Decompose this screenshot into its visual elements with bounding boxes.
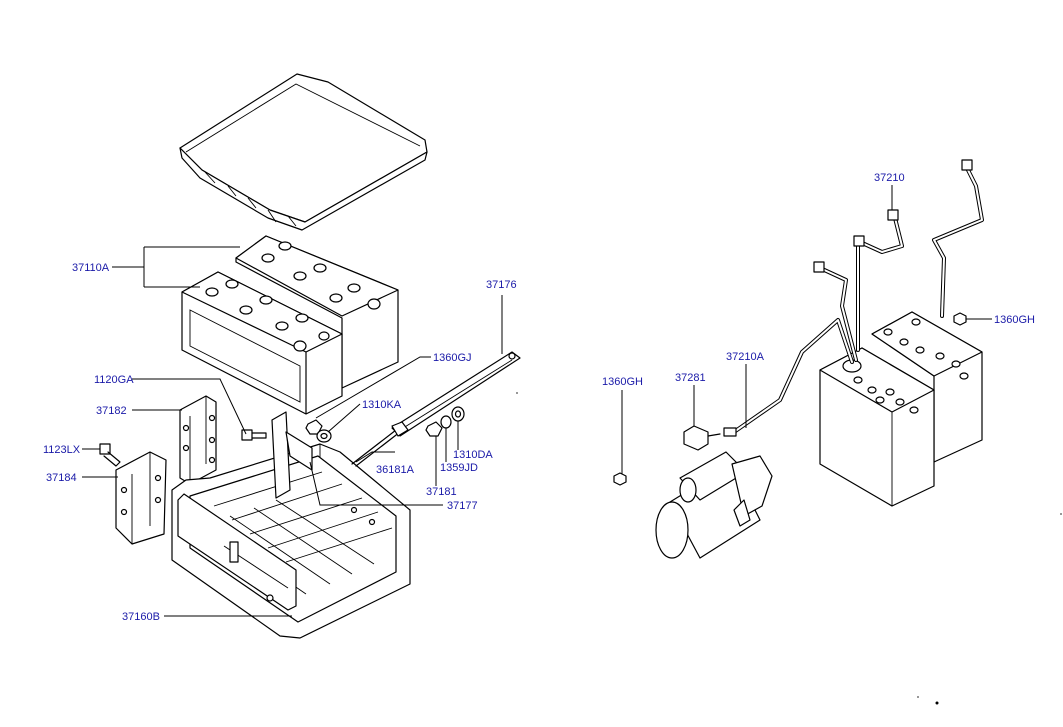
label-1310KA: 1310KA xyxy=(362,399,402,411)
battery-cover xyxy=(179,73,428,231)
nut-1310DA xyxy=(451,406,465,422)
cable-terminals xyxy=(723,159,973,437)
battery-front-right xyxy=(819,347,935,507)
nut-1360GH-right xyxy=(953,312,967,326)
label-1360GJ: 1360GJ xyxy=(433,352,472,364)
label-1123LX: 1123LX xyxy=(43,444,81,456)
stray-dot xyxy=(917,696,919,698)
label-1120GA: 1120GA xyxy=(94,374,134,386)
label-37182: 37182 xyxy=(96,405,127,417)
battery-cables xyxy=(732,164,984,434)
label-37210: 37210 xyxy=(874,172,905,184)
bracket-37184 xyxy=(115,451,167,545)
label-1310DA: 1310DA xyxy=(453,449,493,461)
label-37110A: 37110A xyxy=(72,262,110,274)
label-36181A: 36181A xyxy=(376,464,415,476)
rod-36181A xyxy=(351,421,409,467)
label-37181: 37181 xyxy=(426,486,457,498)
stray-dot xyxy=(516,392,518,394)
tray-upright-37177 xyxy=(271,411,313,499)
part-labels: 37110A 1120GA 37182 1123LX 37184 37160B … xyxy=(43,172,1035,623)
starter-motor xyxy=(655,451,773,559)
battery-rear-right xyxy=(871,311,983,463)
stray-dot xyxy=(1060,513,1062,515)
bolt-1123LX xyxy=(99,443,121,467)
label-1360GH-left: 1360GH xyxy=(602,376,643,388)
label-37160B: 37160B xyxy=(122,611,160,623)
battery-front xyxy=(181,271,343,415)
nut-37181 xyxy=(425,421,443,437)
stray-dot xyxy=(935,701,939,705)
nut-1360GH-left xyxy=(613,472,627,486)
bolt-1120GA xyxy=(241,429,267,441)
bracket-37182 xyxy=(179,395,217,485)
leader-lines xyxy=(82,185,992,617)
battery-tray xyxy=(171,443,411,639)
label-37210A: 37210A xyxy=(726,351,765,363)
washer-1310KA xyxy=(316,429,332,443)
relay-37281 xyxy=(683,425,721,451)
label-37176: 37176 xyxy=(486,279,517,291)
battery-back xyxy=(235,235,399,389)
washer-1359JD xyxy=(440,415,452,429)
label-37177: 37177 xyxy=(447,500,478,512)
label-37281: 37281 xyxy=(675,372,706,384)
hold-down-bar-37176 xyxy=(391,351,521,437)
label-37184: 37184 xyxy=(46,472,77,484)
label-1359JD: 1359JD xyxy=(440,462,478,474)
label-1360GH-right: 1360GH xyxy=(994,314,1035,326)
